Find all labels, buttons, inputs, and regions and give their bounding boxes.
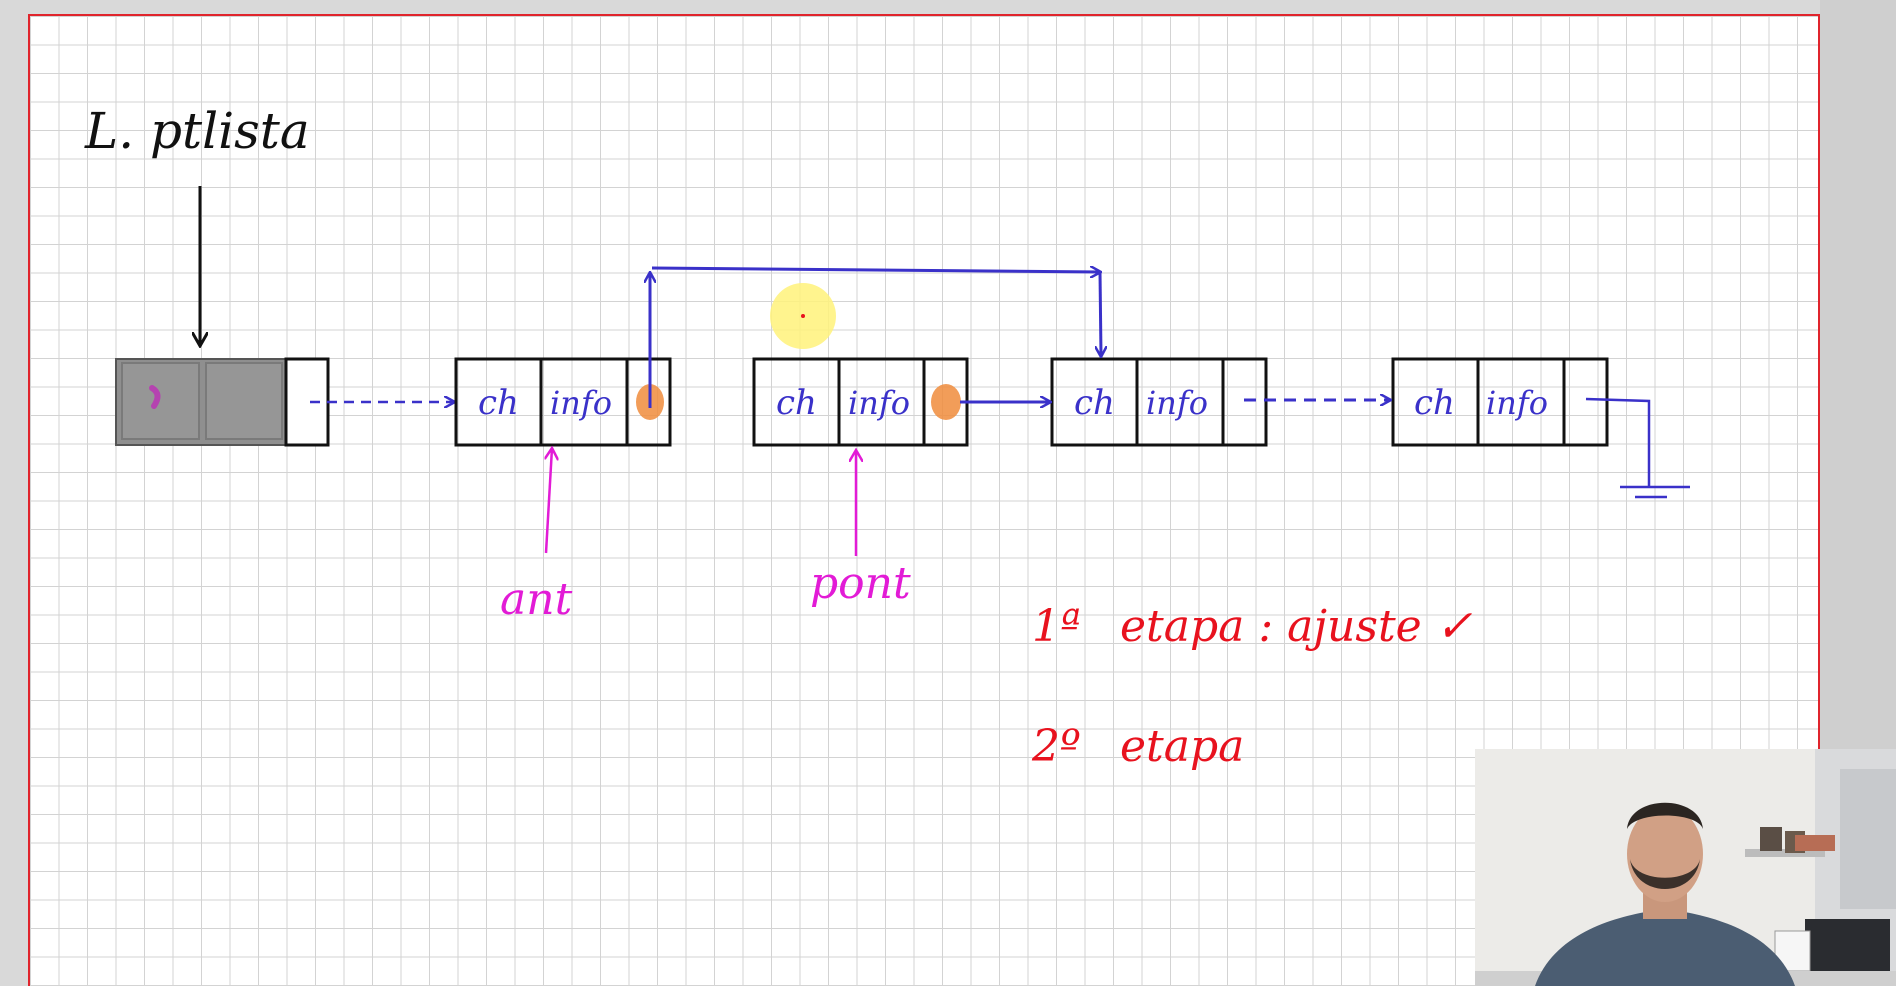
step1-text: etapa : ajuste ✓ [1120, 601, 1473, 652]
null-ground-symbol [1585, 397, 1690, 499]
step2-text: etapa [1120, 721, 1244, 772]
ptlista-label: L. ptlista [84, 102, 310, 160]
node2-info-label: info [848, 384, 910, 422]
list-node-4 [1391, 357, 1609, 447]
node3-info-label: info [1146, 384, 1208, 422]
node4-ch-label: ch [1414, 383, 1455, 423]
header-node [115, 357, 330, 447]
node2-ch-label: ch [776, 383, 817, 423]
node3-ch-label: ch [1074, 383, 1115, 423]
list-node-3 [1050, 357, 1268, 447]
step1-number: 1ª [1032, 601, 1081, 652]
node1-info-label: info [550, 384, 612, 422]
bypass-link-top [651, 268, 1100, 272]
pont-label: pont [810, 558, 911, 609]
webcam-feed [1475, 749, 1896, 986]
presenter-video [1475, 749, 1896, 986]
linked-list-diagram: L. ptlista ch info ch info [84, 102, 1690, 772]
node4-info-label: info [1486, 384, 1548, 422]
node1-ch-label: ch [478, 383, 519, 423]
cursor-dot [801, 314, 805, 318]
step2-number: 2º [1031, 721, 1081, 772]
bypass-link-down [1100, 271, 1101, 356]
ant-pointer-arrow [546, 448, 552, 554]
ant-label: ant [500, 574, 573, 625]
next-pointer-highlight [931, 384, 961, 420]
